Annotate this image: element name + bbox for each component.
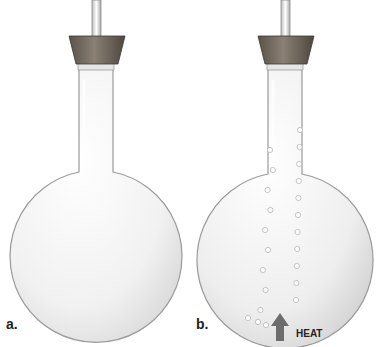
bubble xyxy=(295,246,300,251)
bubble xyxy=(270,167,275,172)
heat-arrow xyxy=(271,313,289,341)
bubble xyxy=(265,247,270,252)
bubble xyxy=(297,127,302,132)
heat-label: HEAT xyxy=(296,328,322,339)
bubble xyxy=(268,207,273,212)
bubble xyxy=(265,187,270,192)
bubble xyxy=(295,212,300,217)
flask-a xyxy=(10,0,182,342)
bubble xyxy=(255,319,260,324)
bubble xyxy=(267,147,272,152)
panel-label: a. xyxy=(6,316,18,332)
panel-label: b. xyxy=(196,316,208,332)
bubble xyxy=(296,178,301,183)
bubble xyxy=(295,229,300,234)
bubble xyxy=(293,297,298,302)
flask-b xyxy=(197,0,373,347)
bubble xyxy=(263,322,268,327)
bubble xyxy=(294,280,299,285)
bubble xyxy=(297,144,302,149)
bubble xyxy=(294,263,299,268)
gas-bubbles xyxy=(245,127,302,327)
bubble xyxy=(297,161,302,166)
bubble xyxy=(260,267,265,272)
bubble xyxy=(258,307,263,312)
bubble xyxy=(296,195,301,200)
bubble xyxy=(263,287,268,292)
bubble xyxy=(245,315,250,320)
bubble xyxy=(263,227,268,232)
